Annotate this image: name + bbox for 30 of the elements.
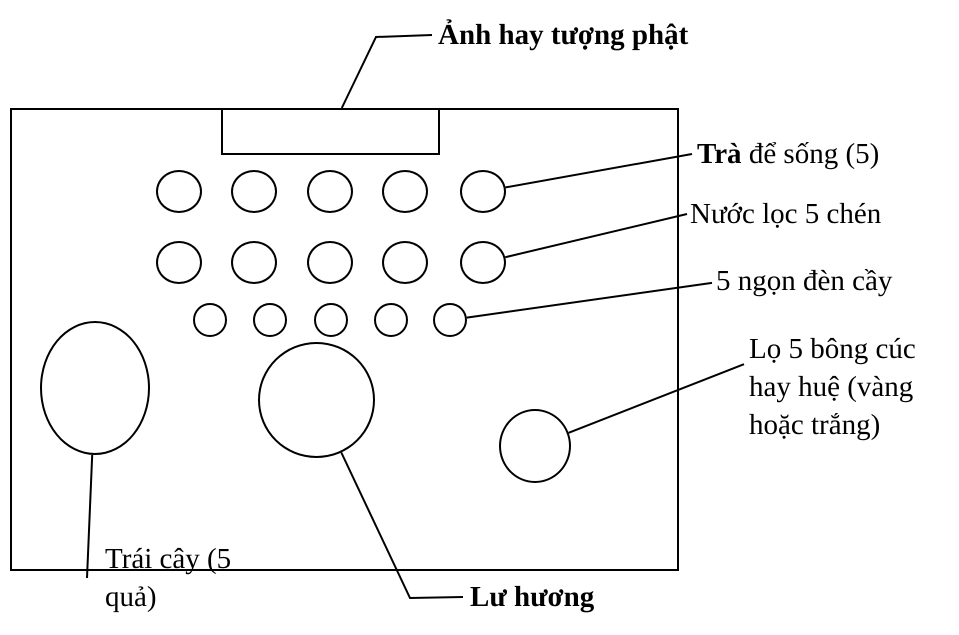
caption-label: Trà để sống (5)	[697, 135, 880, 173]
water-cup	[460, 241, 506, 284]
caption-label: Lư hương	[470, 578, 594, 616]
water-cup	[156, 241, 202, 284]
water-cup	[307, 241, 353, 284]
caption-label: 5 ngọn đèn cầy	[716, 262, 892, 300]
caption-label: Nước lọc 5 chén	[690, 195, 882, 233]
candle	[314, 303, 348, 337]
candle	[193, 303, 227, 337]
caption-label: Ảnh hay tượng phật	[438, 16, 688, 54]
leader-line	[505, 153, 692, 188]
tea-cup	[382, 170, 428, 213]
candle	[374, 303, 408, 337]
tea-cup	[307, 170, 353, 213]
candle	[433, 303, 467, 337]
candle	[253, 303, 287, 337]
caption-label: Lọ 5 bông cúc hay huệ (vàng hoặc trắng)	[749, 330, 959, 444]
tea-cup	[156, 170, 202, 213]
tea-cup	[460, 170, 506, 213]
leader-line	[568, 363, 744, 434]
leader-line	[340, 34, 432, 108]
caption-label: Trái cây (5 quả)	[105, 540, 235, 616]
leader-line	[86, 454, 94, 578]
leader-line	[466, 282, 712, 319]
leader-line	[505, 213, 688, 258]
leader-line	[340, 452, 464, 600]
water-cup	[382, 241, 428, 284]
water-cup	[231, 241, 277, 284]
tea-cup	[231, 170, 277, 213]
picture-frame	[221, 108, 440, 155]
